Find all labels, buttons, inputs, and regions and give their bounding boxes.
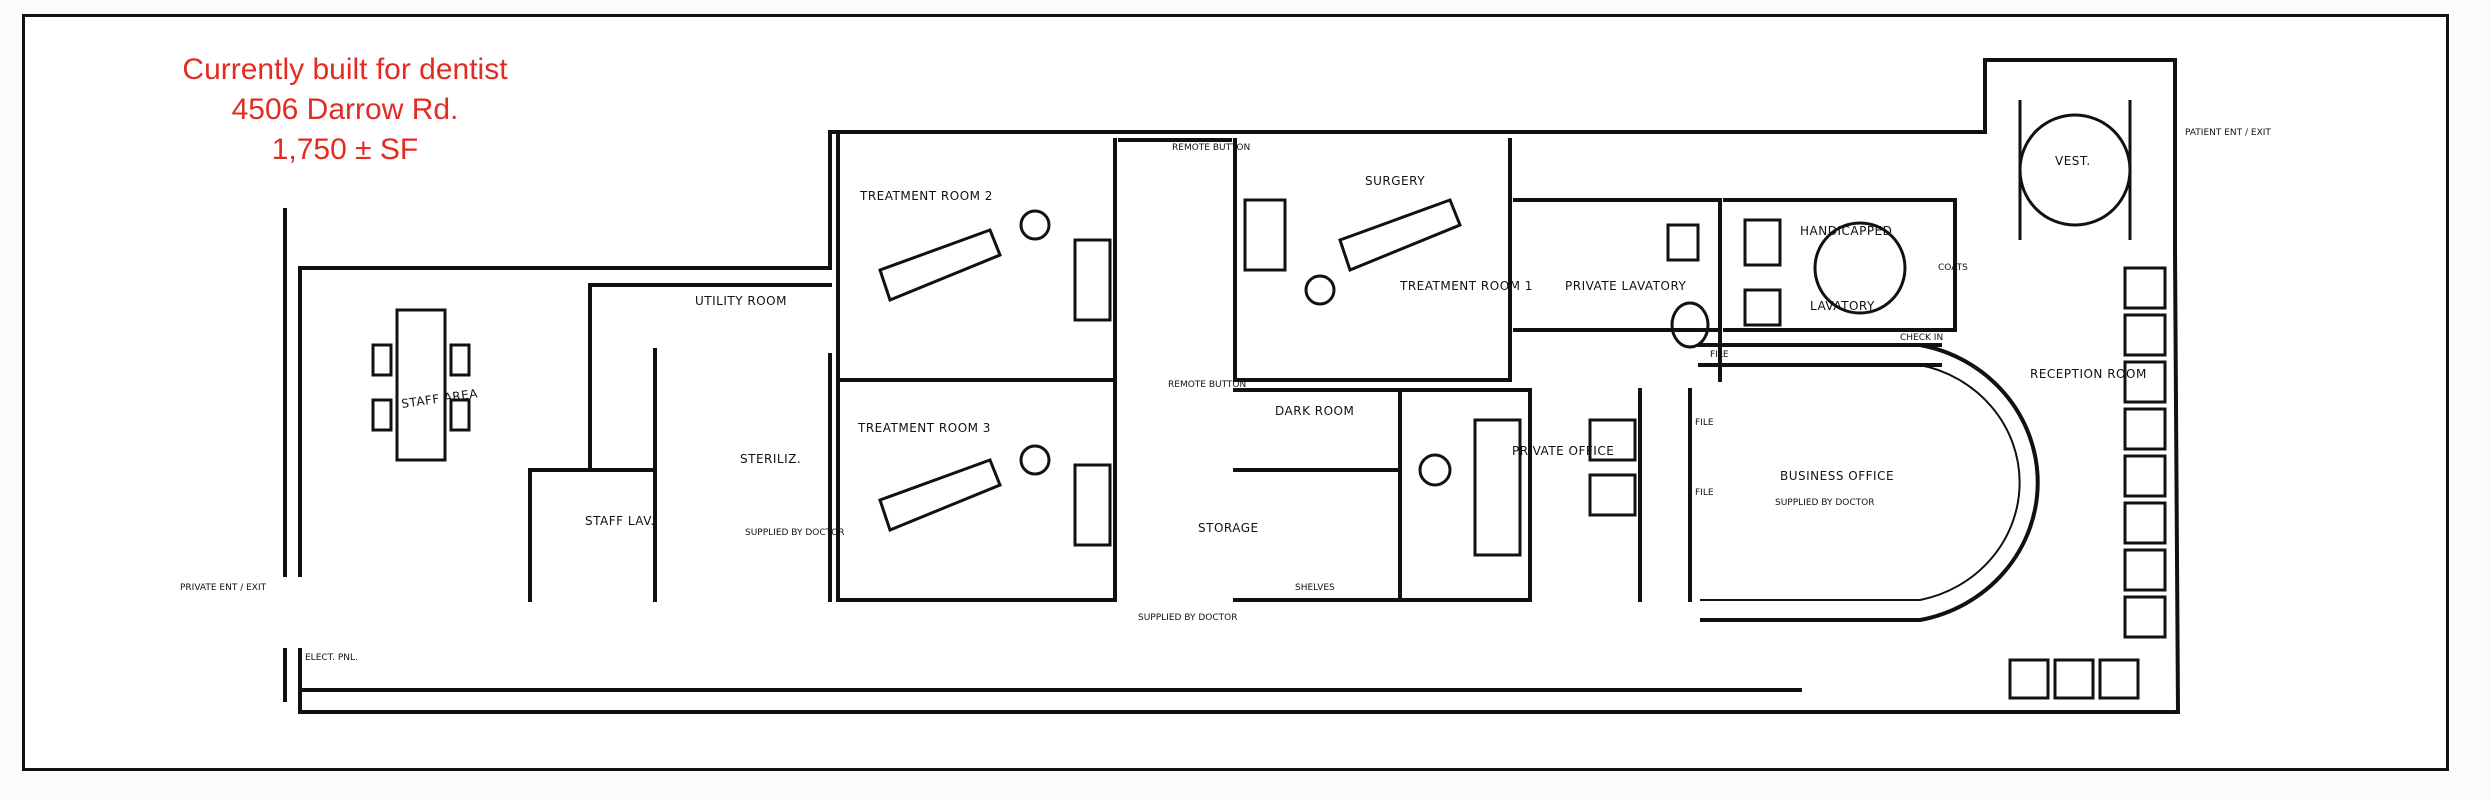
label-treatment-room-3: TREATMENT ROOM 3 — [857, 421, 991, 435]
label-file-3: FILE — [1695, 488, 1714, 498]
wall-staff-lav — [528, 468, 657, 602]
label-coats: COATS — [1938, 263, 1968, 273]
label-remote-button-1: REMOTE BUTTON — [1172, 143, 1250, 153]
reception-curved-counter — [1700, 343, 2040, 622]
label-business-office: BUSINESS OFFICE — [1780, 469, 1894, 483]
label-treatment-room-2: TREATMENT ROOM 2 — [859, 189, 993, 203]
label-vest: VEST. — [2055, 154, 2091, 168]
label-treatment-room-1: TREATMENT ROOM 1 — [1399, 279, 1533, 293]
label-remote-button-2: REMOTE BUTTON — [1168, 380, 1246, 390]
lavatory-fixtures — [1666, 218, 1907, 349]
label-check-in: CHECK IN — [1900, 333, 1943, 343]
listing-caption: Currently built for dentist 4506 Darrow … — [115, 50, 575, 170]
label-private-office: PRIVATE OFFICE — [1512, 444, 1614, 458]
label-patient-ent-exit: PATIENT ENT / EXIT — [2185, 128, 2271, 138]
wall-dark-room — [1233, 388, 1402, 602]
label-steriliz: STERILIZ. — [740, 452, 801, 466]
exterior-wall-east — [2172, 58, 2181, 715]
caption-line-2: 4506 Darrow Rd. — [231, 93, 459, 126]
label-supplied-by-doctor-3: SUPPLIED BY DOCTOR — [1775, 498, 1874, 508]
caption-line-3: 1,750 ± SF — [271, 133, 419, 166]
label-storage: STORAGE — [1198, 521, 1259, 535]
vestibule-wall — [2018, 100, 2132, 240]
wall-handicap-lav — [1723, 198, 1957, 332]
label-supplied-by-doctor-2: SUPPLIED BY DOCTOR — [1138, 613, 1237, 623]
wall-utility — [588, 283, 832, 472]
exterior-wall-top-east — [1983, 58, 2177, 134]
label-lavatory: LAVATORY — [1810, 299, 1875, 313]
label-private-lavatory: PRIVATE LAVATORY — [1565, 279, 1687, 293]
reception-chairs — [2008, 266, 2167, 700]
label-handicapped: HANDICAPPED — [1800, 224, 1892, 238]
label-staff-area: STAFF AREA — [400, 386, 479, 411]
label-shelves: SHELVES — [1295, 583, 1335, 593]
private-office-desk — [1418, 418, 1637, 557]
label-utility-room: UTILITY ROOM — [695, 294, 787, 308]
wall-private-office — [1398, 388, 1532, 602]
caption-line-1: Currently built for dentist — [182, 53, 508, 86]
wall-private-lav — [1513, 198, 1722, 382]
label-reception-room: RECEPTION ROOM — [2030, 367, 2147, 381]
label-surgery: SURGERY — [1365, 174, 1425, 188]
label-elect-pnl: ELECT. PNL. — [305, 653, 358, 663]
label-file-1: FILE — [1710, 350, 1729, 360]
label-dark-room: DARK ROOM — [1275, 404, 1354, 418]
staff-table — [371, 308, 471, 462]
label-staff-lav: STAFF LAV. — [585, 514, 655, 528]
wall-reception-counter — [1698, 343, 1942, 367]
reception-curved-counter-inner — [1700, 364, 2021, 601]
label-file-2: FILE — [1695, 418, 1714, 428]
label-private-ent-exit: PRIVATE ENT / EXIT — [180, 583, 267, 593]
label-supplied-by-doctor-1: SUPPLIED BY DOCTOR — [745, 528, 844, 538]
dental-chairs — [878, 198, 1462, 547]
vestibule-door-swing — [2018, 113, 2132, 227]
